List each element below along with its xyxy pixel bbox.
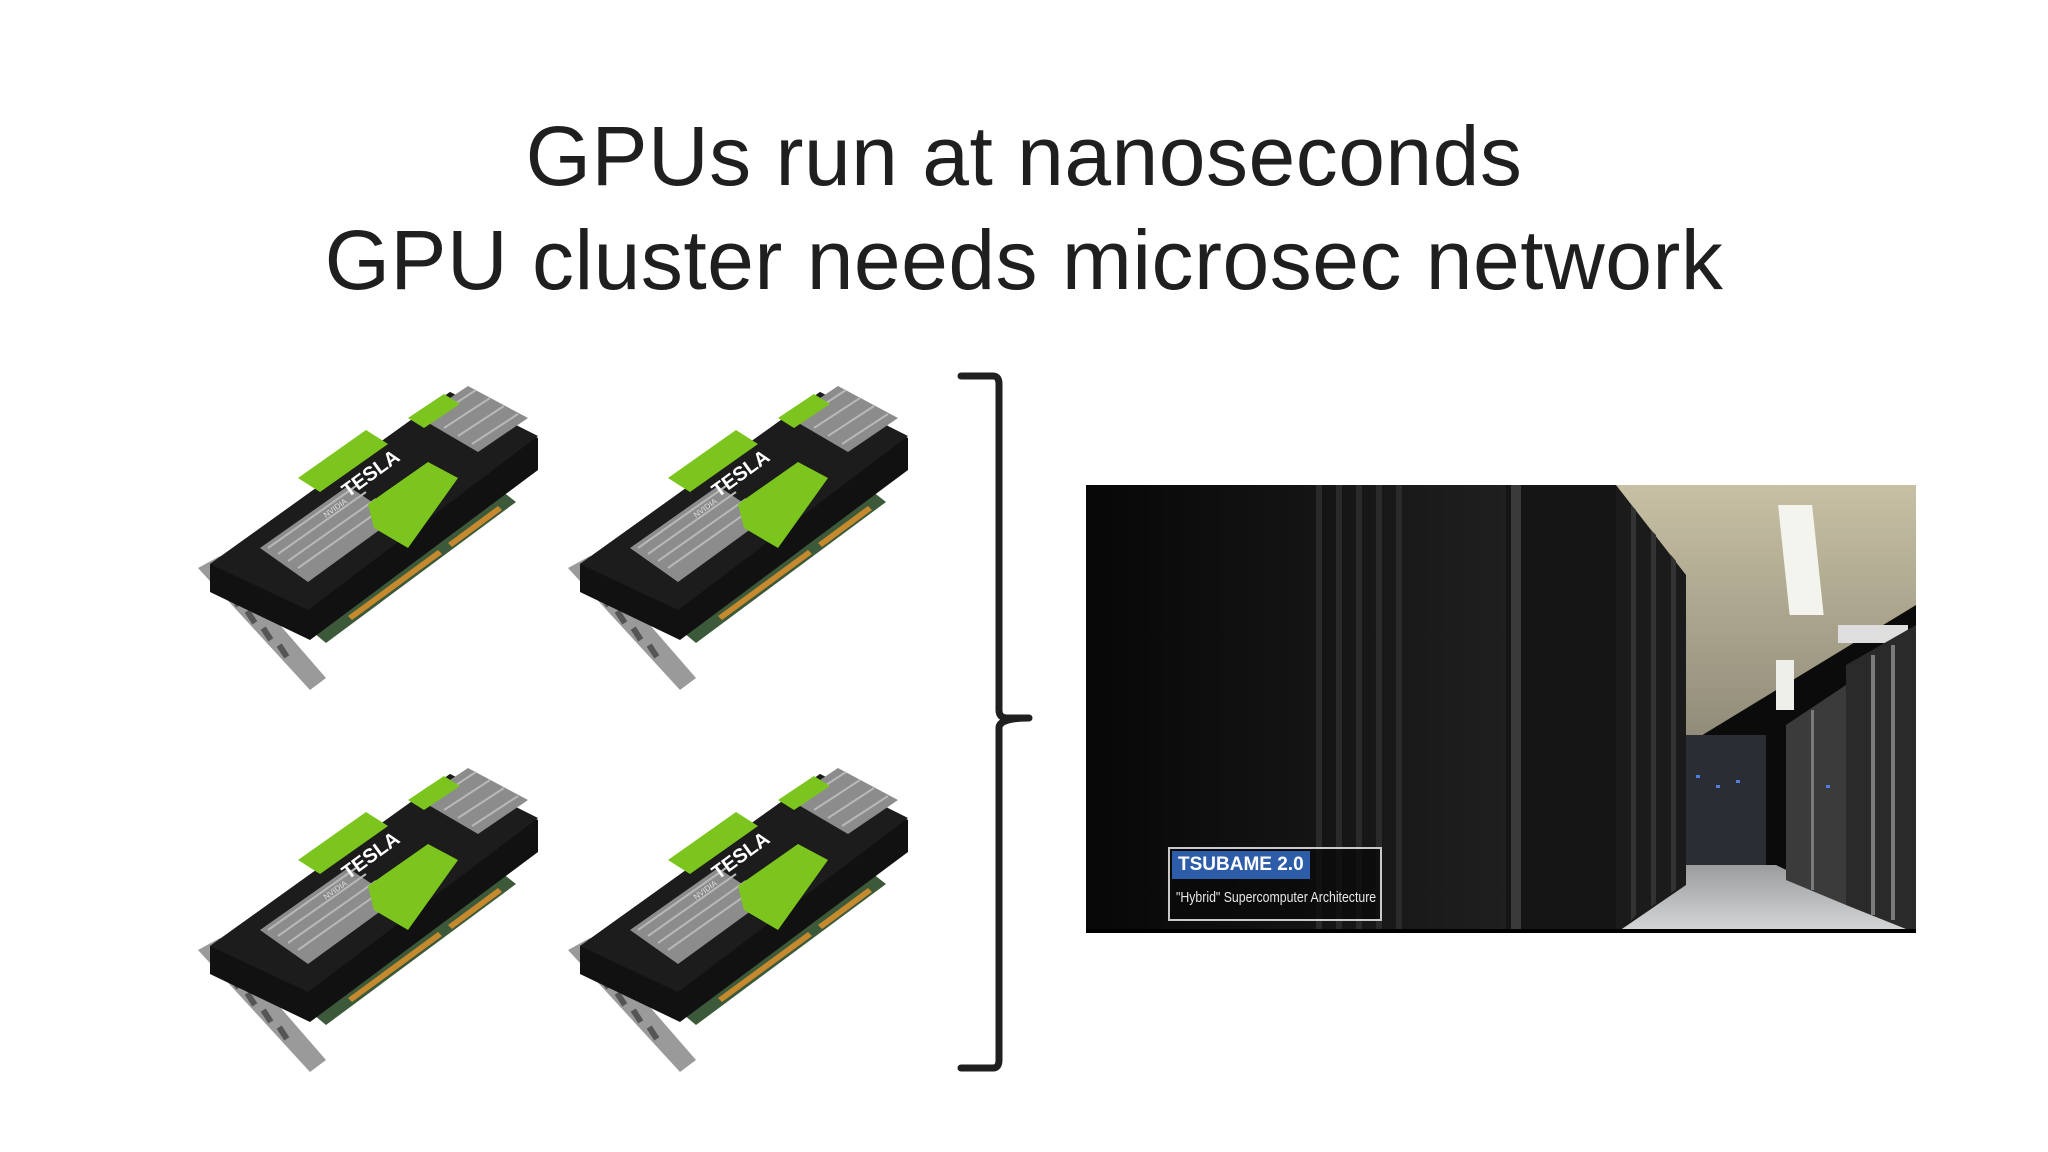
gpu-card-image: TESLA NVIDIA: [198, 760, 558, 1075]
slide-title: GPUs run at nanoseconds GPU cluster need…: [0, 104, 2048, 312]
caption-title: TSUBAME 2.0: [1172, 851, 1310, 879]
caption-subtitle: "Hybrid" Supercomputer Architecture: [1176, 889, 1377, 906]
supercomputer-photo: TSUBAME 2.0 "Hybrid" Supercomputer Archi…: [1086, 485, 1916, 933]
gpu-card-image: TESLA NVIDIA: [568, 760, 928, 1075]
photo-caption: TSUBAME 2.0 "Hybrid" Supercomputer Archi…: [1168, 847, 1382, 921]
title-line-2: GPU cluster needs microsec network: [324, 213, 1724, 307]
gpu-card-image: TESLA NVIDIA: [568, 378, 928, 693]
title-line-1: GPUs run at nanoseconds: [525, 109, 1523, 203]
gpu-card-image: TESLA NVIDIA: [198, 378, 558, 693]
right-curly-bracket: [957, 372, 1033, 1072]
